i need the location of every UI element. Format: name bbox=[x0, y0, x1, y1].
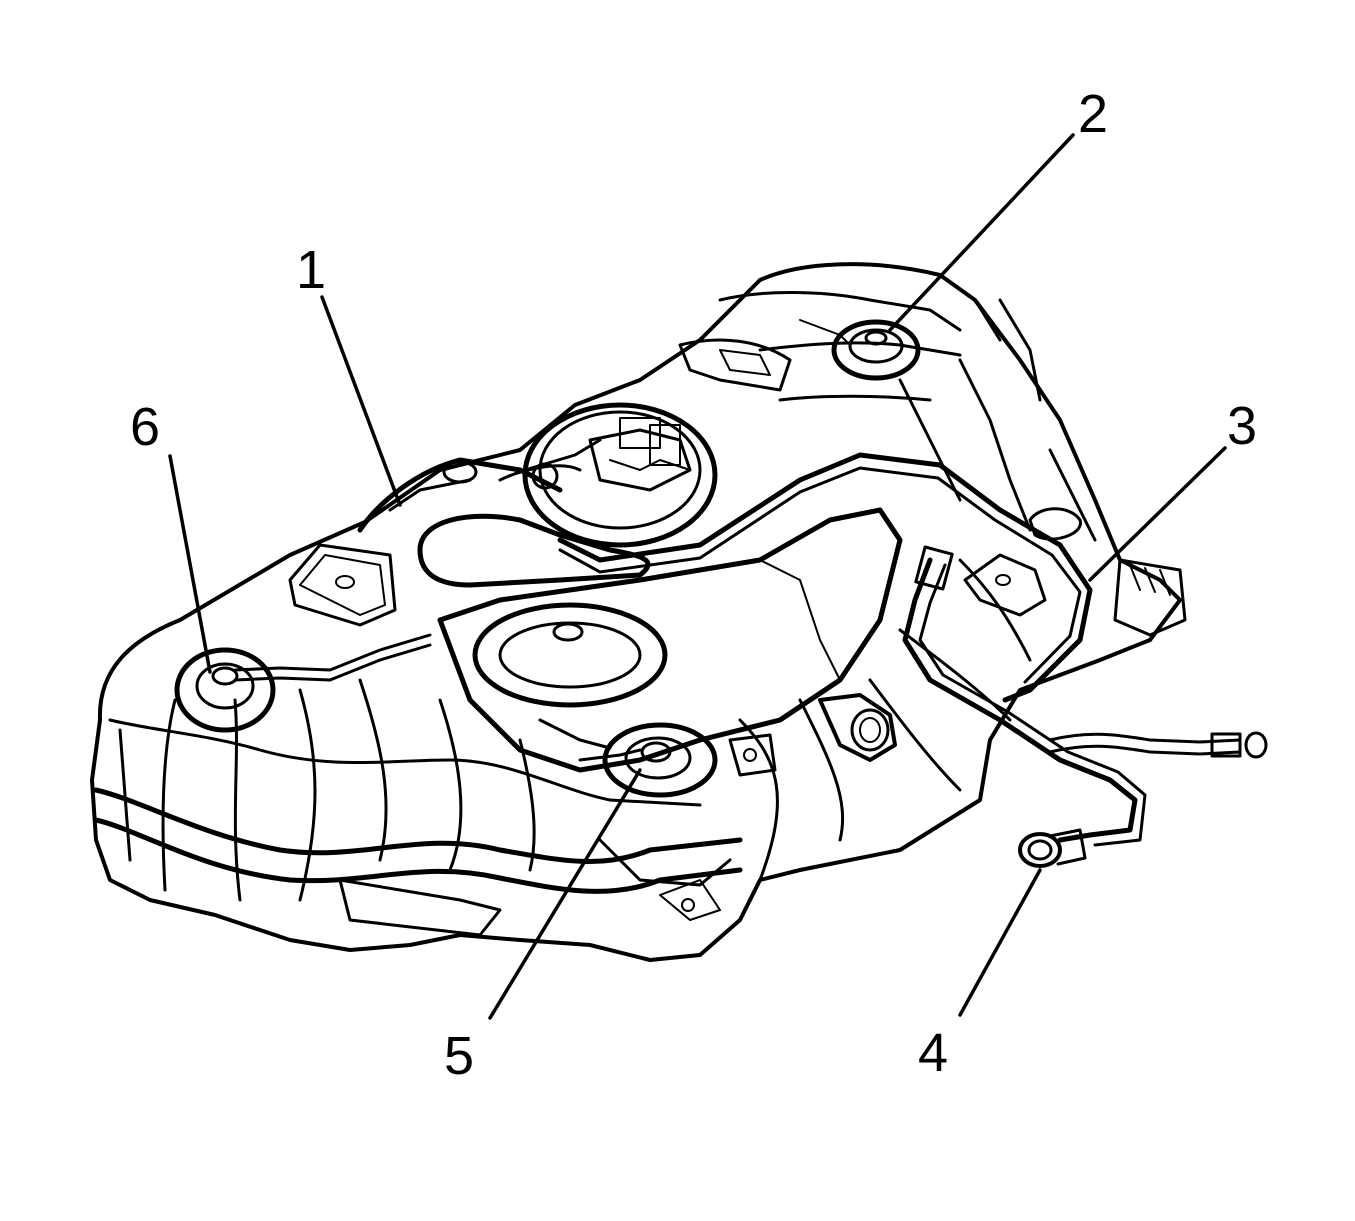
fastener-5 bbox=[538, 718, 718, 798]
leader-1 bbox=[320, 295, 402, 507]
callout-6: 6 bbox=[130, 397, 160, 457]
callout-labels: 1 2 3 4 5 6 bbox=[130, 84, 1257, 1086]
callout-3: 3 bbox=[1227, 396, 1257, 456]
leader-6 bbox=[168, 454, 212, 674]
fastener-6 bbox=[174, 647, 276, 733]
callout-5: 5 bbox=[444, 1026, 474, 1086]
leader-3 bbox=[1088, 446, 1227, 582]
fuel-tank-body bbox=[90, 262, 1182, 962]
fuel-pump-module bbox=[522, 338, 792, 548]
leader-5 bbox=[488, 768, 642, 1020]
tank-recesses bbox=[288, 507, 1047, 773]
fastener-2 bbox=[799, 319, 921, 381]
leader-4 bbox=[958, 868, 1042, 1017]
callout-1: 1 bbox=[296, 240, 326, 300]
callout-leaders bbox=[168, 133, 1227, 1020]
leader-2 bbox=[888, 133, 1075, 332]
callout-4: 4 bbox=[918, 1023, 948, 1083]
callout-2: 2 bbox=[1078, 84, 1108, 144]
